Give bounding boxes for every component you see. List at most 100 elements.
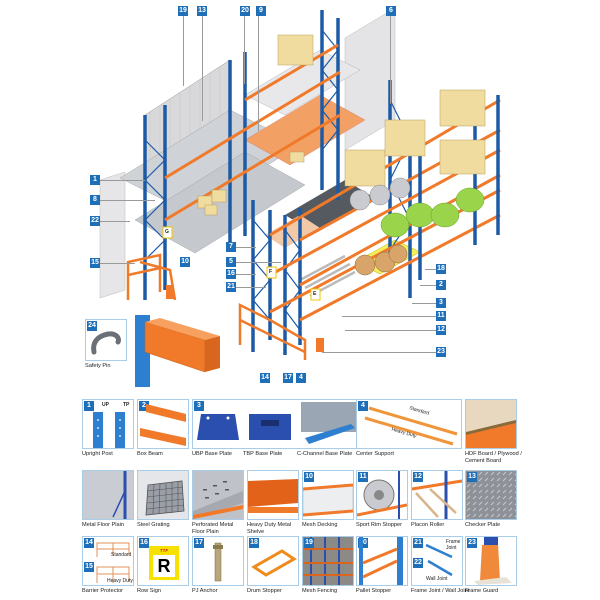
part-label-21-22: Frame Joint / Wall Joint (411, 588, 470, 594)
part-label-4: Center Support (356, 451, 394, 457)
heavy-duty-label: Heavy Duty (107, 578, 133, 584)
part-badge-19: 19 (304, 538, 314, 548)
part-badge-10: 10 (304, 472, 314, 482)
part-label-1: Upright Post (82, 451, 113, 457)
safety-pin-card: 24 (85, 319, 127, 361)
part-badge-21: 21 (413, 538, 423, 548)
callout-17: 17 (283, 373, 293, 383)
part-card-19: 19 (302, 536, 354, 586)
callout-15: 15 (90, 258, 100, 268)
tp-label: TP (123, 402, 130, 408)
part-label-2: Box Beam (137, 451, 163, 457)
mesh-fencing-icon (303, 537, 353, 585)
rim-stopper-icon (357, 471, 407, 519)
part-label-12: Placon Roller (411, 522, 445, 528)
part-label-6: Metal Floor Plain (82, 522, 124, 528)
safety-pin-label: Safety Pin (85, 363, 111, 369)
metal-floor-icon (83, 471, 133, 519)
callout-2: 2 (436, 280, 446, 290)
callout-13: 13 (197, 6, 207, 16)
part-badge-17: 17 (194, 538, 204, 548)
part-label-18: Drum Stopper (247, 588, 282, 594)
part-card-17: 17 (192, 536, 244, 586)
part-label-23: Frame Guard (465, 588, 499, 594)
callout-22: 22 (90, 216, 100, 226)
part-badge-14: 14 (84, 538, 94, 548)
callout-19: 19 (178, 6, 188, 16)
frame-joint-icon (425, 543, 453, 577)
callout-8: 8 (90, 195, 100, 205)
part-card-10: 10 (302, 470, 354, 520)
part-badge-16: 16 (139, 538, 149, 548)
part-card-18: 18 (247, 536, 299, 586)
callout-11: 11 (436, 311, 446, 321)
callout-21: 21 (226, 282, 236, 292)
part-label-19: Mesh Fencing (302, 588, 338, 594)
part-badge-15: 15 (84, 562, 94, 572)
sign-letter: R (153, 555, 175, 577)
callout-18: 18 (436, 264, 446, 274)
part-badge-13: 13 (467, 472, 477, 482)
frame-guard-icon (474, 537, 512, 585)
drum-stopper-icon (251, 549, 297, 577)
part-label-3c: C-Channel Base Plate (297, 451, 353, 457)
part-label-17: PJ Anchor (192, 588, 218, 594)
part-badge-2: 2 (139, 401, 149, 411)
callout-7: 7 (226, 242, 236, 252)
row-marker-f: F (269, 269, 273, 275)
rack-diagram: G F E 19 13 20 9 6 1 8 22 15 10 7 5 16 2… (85, 6, 501, 387)
placon-roller-icon (412, 471, 462, 519)
base-plates-icon (197, 402, 356, 444)
upright-post-icon (93, 412, 125, 448)
part-badge-18: 18 (249, 538, 259, 548)
box-beam-icon (140, 404, 186, 446)
standard-label: Standard (111, 552, 132, 558)
part-card-16: 16 TTF R (137, 536, 189, 586)
callout-16: 16 (226, 269, 236, 279)
part-label-7: Steel Grating (137, 522, 170, 528)
up-label: UP (102, 402, 109, 408)
part-badge-23: 23 (467, 538, 477, 548)
part-badge-22: 22 (413, 558, 423, 568)
part-card-9: 9 (247, 470, 299, 520)
row-marker-e: E (313, 291, 317, 297)
part-label-13: Checker Plate (465, 522, 501, 528)
pallet-stopper-icon (359, 537, 403, 585)
part-card-23: 23 (465, 536, 517, 586)
row-marker-g: G (165, 229, 169, 235)
part-label-14-15: Barrier Protector (82, 588, 124, 594)
part-label-9: Heavy Duty Metal Shelve (247, 522, 292, 535)
part-label-8: Perforated Metal Floor Plain (192, 522, 234, 535)
part-card-21-22: 21 22 Frame Joint Wall Joint (411, 536, 463, 586)
safety-pin-icon (91, 331, 121, 355)
heavy-duty-shelve-icon (248, 471, 298, 519)
callout-3: 3 (436, 298, 446, 308)
part-card-5: 5 (465, 399, 517, 449)
part-card-20: 20 (356, 536, 408, 586)
callout-23: 23 (436, 347, 446, 357)
part-badge-1: 1 (84, 401, 94, 411)
part-card-8: 8 (192, 470, 244, 520)
part-badge-3: 3 (194, 401, 204, 411)
part-card-3: 3 (192, 399, 357, 449)
part-card-6: 6 (82, 470, 134, 520)
callout-5: 5 (226, 257, 236, 267)
part-card-13: 13 (465, 470, 517, 520)
rack-illustration (99, 7, 501, 387)
part-label-3b: TBP Base Plate (243, 451, 283, 457)
board-icon (466, 400, 516, 448)
callout-20: 20 (240, 6, 250, 16)
callout-14: 14 (260, 373, 270, 383)
part-label-3a: UBP Base Plate (192, 451, 233, 457)
part-label-5: HDF Board / Plywood / Cement Board (465, 451, 522, 464)
part-label-16: Row Sign (137, 588, 161, 594)
part-card-2: 2 (137, 399, 189, 449)
perforated-floor-icon (193, 471, 243, 519)
callout-12: 12 (436, 325, 446, 335)
part-card-4: 4 Standard Heavy Duty (356, 399, 462, 449)
anchor-icon (213, 542, 223, 582)
row-sign-icon: TTF R (149, 546, 179, 580)
center-support-icon (364, 406, 458, 446)
part-label-11: Sport Rim Stopper (356, 522, 403, 528)
part-badge-12: 12 (413, 472, 423, 482)
